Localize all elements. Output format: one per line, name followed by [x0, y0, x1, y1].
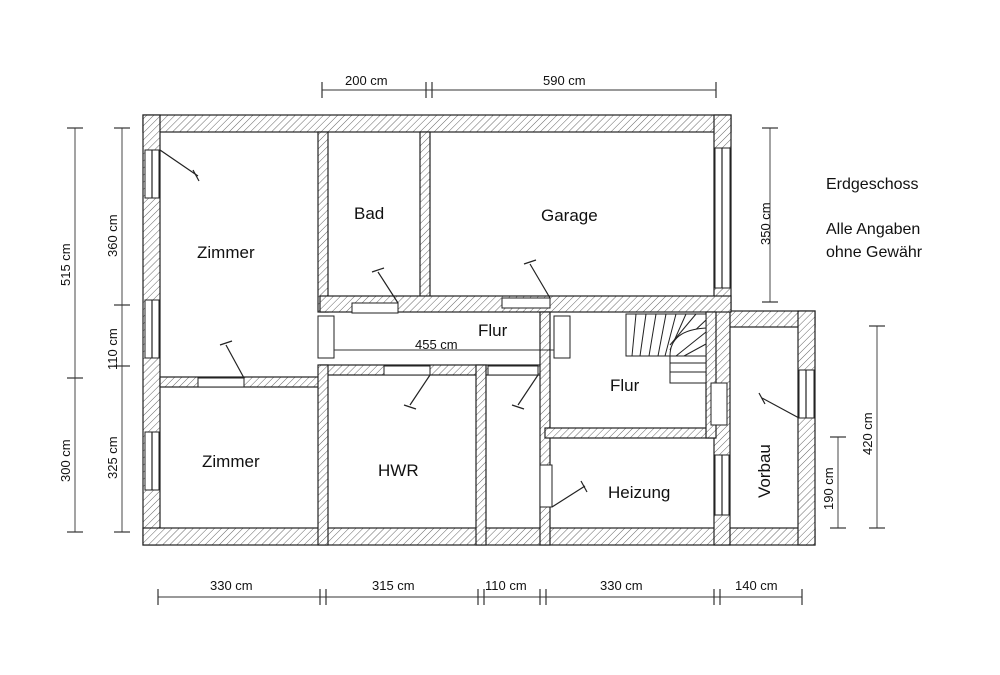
door-hwr-leaf — [409, 374, 431, 406]
door-heizung-frame — [539, 464, 553, 508]
door-passage-leaf — [517, 374, 539, 406]
room-label-zimmer-top: Zimmer — [197, 243, 255, 262]
wall-zimmer-hwr — [317, 364, 329, 546]
dimension-labels: 200 cm 590 cm 455 cm 515 cm 300 cm 360 c… — [58, 73, 875, 593]
dim-bottom-vorbau: 140 cm — [735, 578, 778, 593]
wall-hwr-passage — [475, 364, 487, 546]
dimension-lines — [67, 82, 885, 605]
dim-left-inner-top: 360 cm — [105, 214, 120, 257]
windows — [144, 147, 815, 516]
window-vorbau-swing — [761, 397, 800, 419]
dim-top-bad: 200 cm — [345, 73, 388, 88]
dim-left-inner-mid: 110 cm — [105, 328, 120, 370]
room-label-flur-right: Flur — [610, 376, 640, 395]
disclaimer-line-1: Alle Angaben — [826, 221, 920, 238]
room-label-zimmer-bottom: Zimmer — [202, 452, 260, 471]
doors — [159, 149, 800, 508]
door-bad-frame — [351, 302, 399, 314]
door-passage-frame — [487, 365, 539, 376]
room-label-hwr: HWR — [378, 461, 419, 480]
dim-flur-length: 455 cm — [415, 337, 458, 352]
wall-north — [142, 114, 732, 133]
room-label-heizung: Heizung — [608, 483, 670, 502]
door-flur-west-frame — [317, 315, 335, 359]
dim-bottom-passage: 110 cm — [485, 578, 527, 593]
staircase — [625, 313, 707, 384]
room-label-garage: Garage — [541, 206, 598, 225]
floor-title: Erdgeschoss — [826, 176, 919, 193]
door-bad-leaf — [377, 271, 399, 304]
dim-bottom-zimmer: 330 cm — [210, 578, 253, 593]
dim-bottom-hwr: 315 cm — [372, 578, 415, 593]
wall-bad-garage — [419, 131, 431, 301]
dim-top-garage: 590 cm — [543, 73, 586, 88]
door-garage-frame — [501, 297, 551, 309]
notes: Erdgeschoss Alle Angaben ohne Gewähr — [826, 176, 923, 261]
door-zimmer-top-leaf — [225, 344, 245, 379]
room-label-flur-center: Flur — [478, 321, 508, 340]
wall-heizung-north — [544, 427, 716, 439]
door-vorbau-frame — [710, 382, 728, 426]
dim-left-outer-bottom: 300 cm — [58, 439, 73, 482]
room-label-vorbau: Vorbau — [755, 444, 774, 498]
dim-bottom-heizung: 330 cm — [600, 578, 643, 593]
disclaimer-line-2: ohne Gewähr — [826, 244, 923, 261]
window-zimmer-top-swing — [159, 149, 199, 177]
door-hwr-frame — [383, 365, 431, 376]
dim-right-vorbau-inner: 190 cm — [821, 467, 836, 510]
door-flur-east-frame — [553, 315, 571, 359]
room-label-bad: Bad — [354, 204, 384, 223]
dim-left-outer-top: 515 cm — [58, 243, 73, 286]
wall-zimmer-bad — [317, 131, 329, 313]
door-heizung-leaf — [551, 485, 586, 508]
door-zimmer-top-frame — [197, 377, 245, 388]
room-labels: Zimmer Bad Garage Flur Flur Zimmer HWR H… — [197, 204, 774, 502]
wall-vorbau-east — [797, 310, 816, 546]
dim-right-garage: 350 cm — [758, 202, 773, 245]
dim-left-inner-bottom: 325 cm — [105, 436, 120, 479]
door-garage-leaf — [529, 263, 551, 299]
dim-right-vorbau-outer: 420 cm — [860, 412, 875, 455]
